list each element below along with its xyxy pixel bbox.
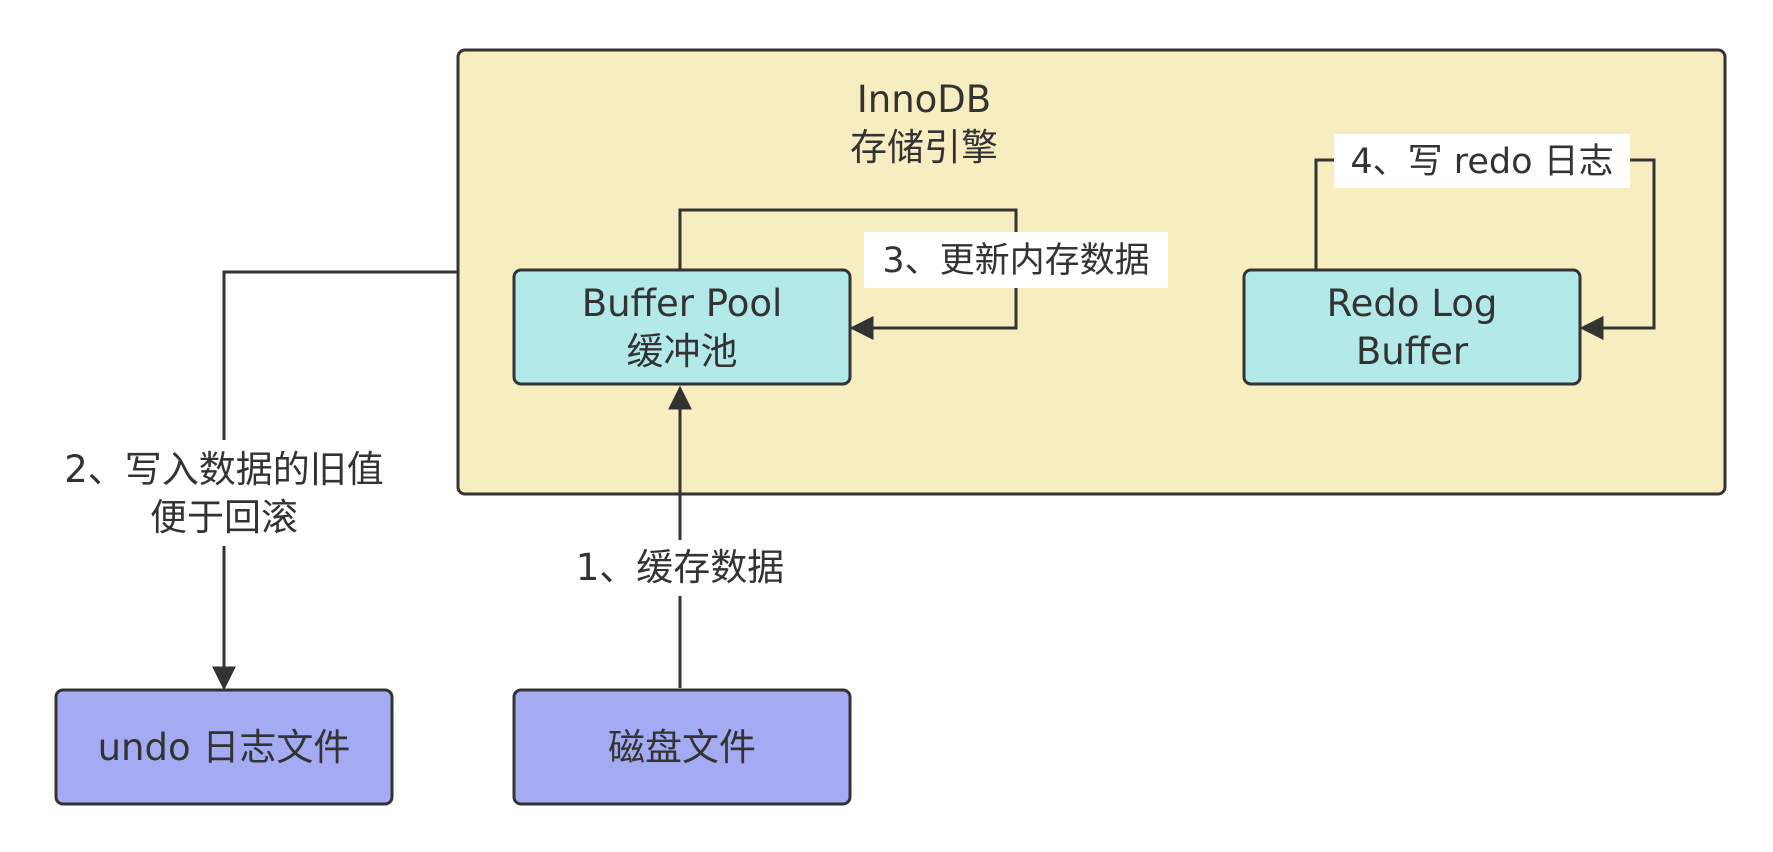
edge-cache-data-label: 1、缓存数据	[576, 546, 785, 589]
edge-write-old-value	[212, 270, 458, 691]
edge-write-redo-label: 4、写 redo 日志	[1350, 142, 1613, 182]
edge-write-redo	[1314, 158, 1656, 340]
edge-cache-data-label-bg	[560, 540, 800, 596]
edge-write-old-value-label-line2: 便于回滚	[150, 496, 298, 539]
undo-log-file-label: undo 日志文件	[98, 726, 351, 769]
buffer-pool-node	[512, 268, 852, 386]
redo-log-buffer-node	[1242, 268, 1582, 386]
edge-update-memory-label: 3、更新内存数据	[882, 241, 1149, 281]
disk-file-label: 磁盘文件	[608, 726, 756, 769]
container-title-line1: InnoDB	[857, 78, 991, 121]
edge-write-redo-label-bg	[1334, 134, 1630, 188]
edge-write-old-value-label-line1: 2、写入数据的旧值	[64, 448, 384, 491]
undo-log-file-node	[54, 688, 394, 806]
redo-log-buffer-label-line1: Redo Log	[1327, 282, 1498, 325]
container-title-line2: 存储引擎	[850, 126, 998, 169]
buffer-pool-label-line1: Buffer Pool	[582, 282, 783, 325]
buffer-pool-label-line2: 缓冲池	[627, 330, 738, 373]
edge-write-old-value-label-bg	[46, 440, 402, 546]
disk-file-node	[512, 688, 852, 806]
edge-update-memory	[678, 208, 1018, 340]
redo-log-buffer-label-line2: Buffer	[1356, 330, 1469, 373]
edge-update-memory-label-bg	[864, 232, 1168, 288]
